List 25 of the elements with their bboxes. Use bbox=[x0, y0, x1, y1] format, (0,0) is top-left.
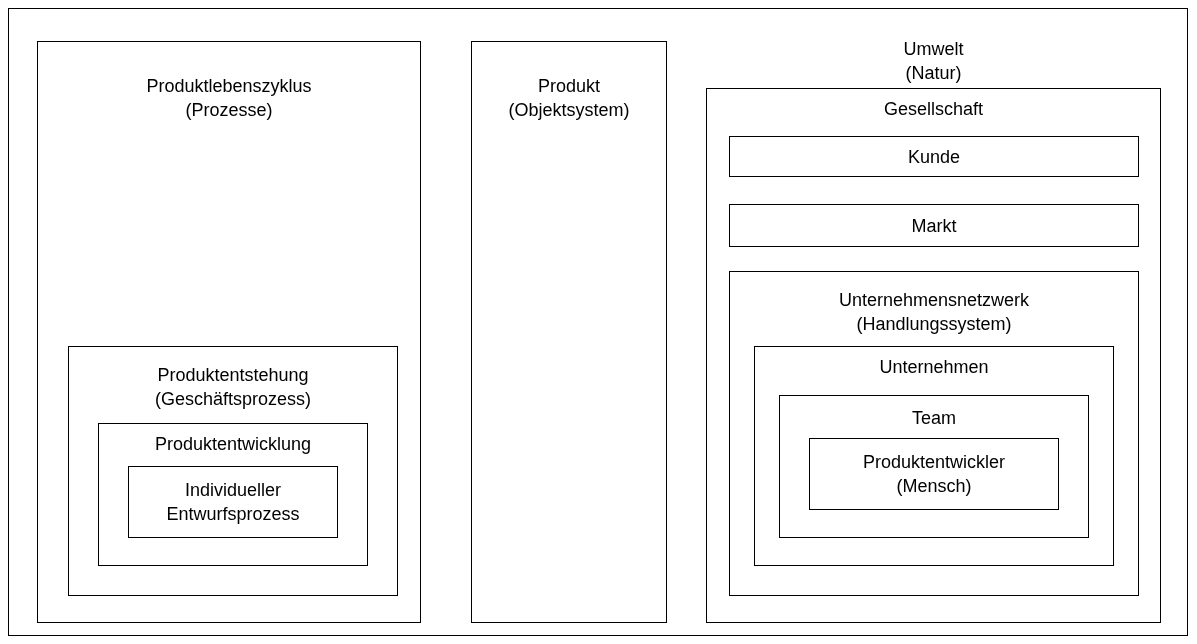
box-label: Unternehmen bbox=[879, 356, 989, 379]
nested-box bbox=[471, 41, 667, 623]
box-label: Produkt (Objektsystem) bbox=[507, 75, 631, 122]
box-label: Produktentstehung (Geschäftsprozess) bbox=[153, 364, 313, 411]
box-label: Gesellschaft bbox=[883, 98, 983, 121]
box-label: Unternehmensnetzwerk (Handlungssystem) bbox=[837, 289, 1031, 336]
box-label: Individueller Entwurfsprozess bbox=[165, 479, 301, 526]
outer-heading: Umwelt (Natur) bbox=[902, 38, 965, 85]
nested-box bbox=[729, 271, 1139, 596]
nested-box bbox=[98, 423, 368, 566]
nested-box bbox=[729, 136, 1139, 177]
box-label: Produktentwicklung bbox=[154, 433, 312, 456]
nested-box bbox=[779, 395, 1089, 538]
box-label: Kunde bbox=[907, 145, 961, 169]
box-label: Produktentwickler (Mensch) bbox=[861, 451, 1007, 498]
nested-box bbox=[37, 41, 421, 623]
box-label: Team bbox=[912, 407, 956, 430]
box-label: Produktlebenszyklus (Prozesse) bbox=[145, 75, 313, 122]
nested-box bbox=[68, 346, 398, 596]
box-label: Markt bbox=[911, 214, 957, 238]
nested-box bbox=[729, 204, 1139, 247]
nested-box bbox=[809, 438, 1059, 510]
nested-box bbox=[754, 346, 1114, 566]
frame-box bbox=[8, 8, 1188, 636]
nested-box bbox=[128, 466, 338, 538]
